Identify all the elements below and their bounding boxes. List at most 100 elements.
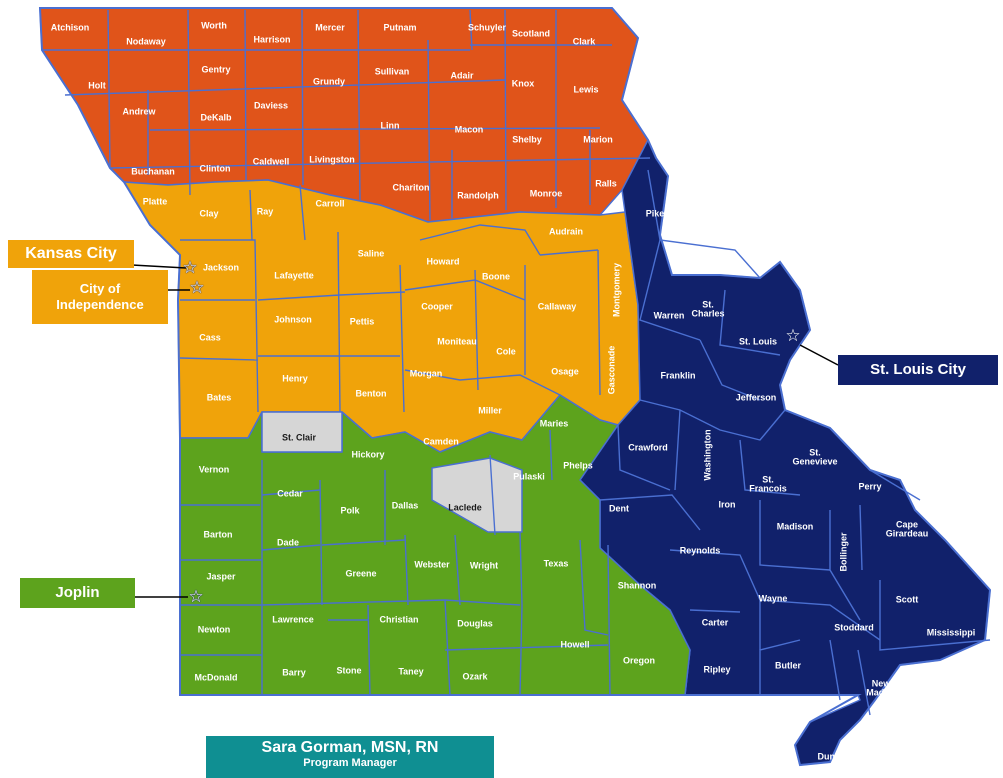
county-label-carroll: Carroll (315, 198, 345, 209)
county-label-adair: Adair (450, 70, 474, 81)
kansas-city-callout: Kansas City (8, 240, 134, 268)
county-label-daviess: Daviess (253, 100, 289, 111)
county-label-clinton: Clinton (199, 163, 231, 174)
county-label-atchison: Atchison (50, 22, 90, 33)
county-label-new-madrid-line2: Madrid (866, 688, 896, 698)
county-label-franklin: Franklin (660, 370, 696, 381)
county-label-howell: Howell (560, 639, 590, 650)
county-label-gentry: Gentry (201, 64, 231, 75)
county-label-howard: Howard (426, 256, 460, 267)
county-label-ozark: Ozark (462, 671, 488, 682)
county-label-jasper: Jasper (206, 571, 236, 582)
county-st-clair-unassigned (261, 411, 343, 453)
county-label-audrain: Audrain (548, 226, 584, 237)
county-label-barton: Barton (203, 529, 233, 540)
county-label-johnson: Johnson (274, 314, 312, 325)
county-label-callaway: Callaway (537, 301, 577, 312)
county-label-dent: Dent (609, 503, 629, 514)
county-label-wright: Wright (469, 560, 499, 571)
county-label-putnam: Putnam (383, 22, 417, 33)
independence-callout: City of Independence (32, 270, 168, 324)
county-label-dade: Dade (276, 537, 300, 548)
county-label-ralls: Ralls (595, 178, 617, 189)
county-label-maries: Maries (539, 418, 569, 429)
program-manager-name: Sara Gorman, MSN, RN (261, 739, 439, 756)
county-label-pulaski: Pulaski (513, 471, 545, 482)
county-label-st-francois-line1: St. (762, 474, 774, 485)
program-manager-badge: Sara Gorman, MSN, RN Program Manager (206, 736, 494, 778)
county-label-st-charles-line2: Charles (691, 309, 725, 319)
county-label-perry: Perry (858, 481, 882, 492)
county-label-boone: Boone (482, 271, 510, 282)
county-label-nodaway: Nodaway (126, 36, 166, 47)
county-label-shannon: Shannon (617, 580, 657, 591)
county-label-new-madrid-line1: New (871, 678, 891, 689)
county-label-stone: Stone (336, 665, 362, 676)
county-label-cooper: Cooper (421, 301, 453, 312)
county-label-reynolds: Reynolds (679, 545, 721, 556)
county-label-buchanan: Buchanan (131, 166, 175, 177)
state-outline (38, 7, 992, 767)
st-louis-star-icon: ☆ (785, 326, 801, 345)
county-label-knox: Knox (511, 78, 535, 89)
county-label-cole: Cole (496, 346, 516, 357)
county-label-st-genevieve: St.Genevieve (792, 447, 837, 468)
county-label-phelps: Phelps (563, 460, 593, 471)
county-label-clay: Clay (199, 208, 219, 219)
county-label-madison: Madison (776, 521, 814, 532)
county-label-bates: Bates (206, 392, 232, 403)
county-label-st-genevieve-line1: St. (809, 447, 821, 458)
county-label-dallas: Dallas (391, 500, 419, 511)
county-label-mississippi: Mississippi (926, 627, 976, 638)
independence-callout-line1: City of (79, 281, 121, 296)
county-label-caldwell: Caldwell (252, 156, 290, 167)
county-label-christian: Christian (379, 614, 419, 625)
county-label-crawford: Crawford (628, 442, 668, 453)
county-label-dunklin: Dunklin (817, 751, 851, 762)
county-label-pemiscot: Pemiscot (861, 734, 903, 745)
county-label-worth: Worth (201, 20, 227, 31)
county-label-newton: Newton (197, 624, 231, 635)
county-label-greene: Greene (345, 568, 377, 579)
county-label-st-francois-line2: Francois (749, 484, 787, 494)
county-label-mercer: Mercer (315, 22, 345, 33)
county-label-polk: Polk (340, 505, 360, 516)
county-label-pike: Pike (645, 208, 665, 219)
county-label-mcdonald: McDonald (194, 672, 238, 683)
joplin-star-icon: ☆ (188, 587, 204, 606)
county-label-montgomery: Montgomery (611, 263, 622, 317)
county-label-shelby: Shelby (512, 134, 542, 145)
county-label-stoddard: Stoddard (834, 622, 874, 633)
county-label-hickory: Hickory (351, 449, 385, 460)
county-label-platte: Platte (142, 196, 168, 207)
county-label-ripley: Ripley (703, 664, 731, 675)
county-label-harrison: Harrison (253, 34, 291, 45)
county-label-monroe: Monroe (529, 188, 563, 199)
county-label-cedar: Cedar (277, 488, 303, 499)
county-label-miller: Miller (478, 405, 502, 416)
county-label-taney: Taney (398, 666, 424, 677)
county-label-lawrence: Lawrence (272, 614, 314, 625)
county-label-andrew: Andrew (122, 106, 156, 117)
county-label-st-charles: St.Charles (691, 300, 725, 320)
county-label-randolph: Randolph (457, 190, 499, 201)
county-label-linn: Linn (380, 120, 400, 131)
county-label-ray: Ray (256, 206, 274, 217)
county-label-gasconade: Gasconade (606, 345, 617, 395)
county-label-benton: Benton (355, 388, 387, 399)
stlouis-leader (799, 344, 839, 366)
county-label-lincoln: Lincoln (674, 258, 706, 269)
county-label-morgan: Morgan (409, 368, 443, 379)
county-label-oregon: Oregon (622, 655, 656, 666)
county-label-st-francois: St.Francois (749, 474, 787, 495)
county-label-chariton: Chariton (392, 182, 430, 193)
county-label-lafayette: Lafayette (274, 270, 314, 281)
program-manager-title: Program Manager (303, 757, 397, 769)
county-label-jackson: Jackson (202, 262, 240, 273)
county-label-washington: Washington (702, 429, 713, 481)
county-label-jefferson: Jefferson (735, 392, 777, 403)
joplin-callout: Joplin (20, 578, 135, 608)
county-label-saline: Saline (357, 248, 385, 259)
